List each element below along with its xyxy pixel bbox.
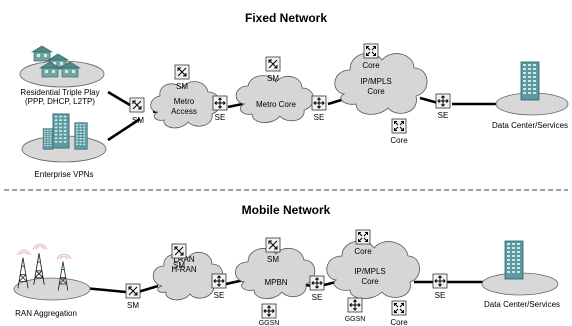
svg-text:SE: SE — [215, 113, 226, 122]
core-node-fixed-2: Core — [390, 118, 408, 145]
ggsn-node-mobile-1: GGSN — [259, 303, 280, 326]
svg-text:SE: SE — [438, 111, 449, 120]
hran-label: H-RAN — [171, 265, 197, 274]
sm-node-mobile-1: SM — [125, 283, 141, 310]
se-node-fixed-1: SE — [212, 95, 228, 122]
enterprise-label: Enterprise VPNs — [34, 170, 93, 179]
ggsn-node-mobile-2: GGSN — [345, 297, 366, 323]
datacenter-label-fixed: Data Center/Services — [492, 121, 568, 130]
sm-node-mobile-3: SM — [265, 237, 281, 264]
enterprise-buildings-icon — [42, 113, 88, 150]
se-node-fixed-3: SE — [435, 93, 451, 120]
ran-label: RAN Aggregation — [15, 309, 77, 318]
mpbn-cloud — [235, 247, 316, 299]
se-node-mobile-3: SE — [432, 273, 448, 300]
svg-text:SM: SM — [127, 301, 139, 310]
ip-mpls-core-cloud-mobile — [326, 240, 420, 299]
svg-text:SE: SE — [314, 113, 325, 122]
ipmpls-label-fixed-2: Core — [367, 87, 385, 96]
core-node-mobile-2: Core — [390, 300, 408, 326]
ipmpls-label-mobile-1: IP/MPLS — [354, 267, 386, 276]
svg-text:Core: Core — [390, 136, 408, 145]
datacenter-label-mobile: Data Center/Services — [484, 300, 560, 309]
core-node-fixed-1: Core — [362, 43, 380, 70]
se-node-mobile-2: SE — [309, 275, 325, 302]
svg-text:SM: SM — [176, 82, 188, 91]
metro-access-label-1: Metro — [174, 97, 195, 106]
sm-node-fixed-2: SM — [174, 64, 190, 91]
sm-node-fixed-3: SM — [265, 56, 281, 83]
svg-text:SE: SE — [214, 291, 225, 300]
ran-site — [13, 277, 91, 301]
svg-text:GGSN: GGSN — [345, 316, 366, 323]
residential-protocols-label: (PPP, DHCP, L2TP) — [25, 97, 95, 106]
svg-text:SE: SE — [435, 291, 446, 300]
sm-node-mobile-2: SM — [171, 243, 187, 270]
residential-label: Residential Triple Play — [20, 88, 99, 97]
se-node-fixed-2: SE — [311, 95, 327, 122]
svg-text:Core: Core — [354, 247, 372, 256]
svg-text:SM: SM — [173, 261, 185, 270]
ip-mpls-core-cloud-fixed — [334, 52, 428, 115]
metro-access-label-2: Access — [171, 107, 197, 116]
svg-text:SM: SM — [267, 74, 279, 83]
ipmpls-label-fixed-1: IP/MPLS — [360, 77, 392, 86]
datacenter-building-icon-mobile — [504, 240, 524, 280]
svg-text:SE: SE — [312, 293, 323, 302]
svg-text:SM: SM — [132, 116, 144, 125]
sm-node-fixed-1: SM — [129, 97, 145, 125]
datacenter-building-icon-fixed — [520, 61, 540, 101]
core-node-mobile-1: Core — [354, 229, 372, 256]
svg-text:GGSN: GGSN — [259, 320, 280, 326]
fixed-network-title: Fixed Network — [245, 11, 327, 25]
svg-text:SM: SM — [267, 255, 279, 264]
lran-label: LRAN — [173, 255, 195, 264]
svg-text:Core: Core — [362, 61, 380, 70]
ipmpls-label-mobile-2: Core — [361, 277, 379, 286]
mpbn-label: MPBN — [264, 278, 287, 287]
se-node-mobile-1: SE — [211, 273, 227, 300]
metro-core-label: Metro Core — [256, 100, 297, 109]
svg-text:Core: Core — [390, 318, 408, 326]
mobile-network-title: Mobile Network — [242, 203, 331, 217]
